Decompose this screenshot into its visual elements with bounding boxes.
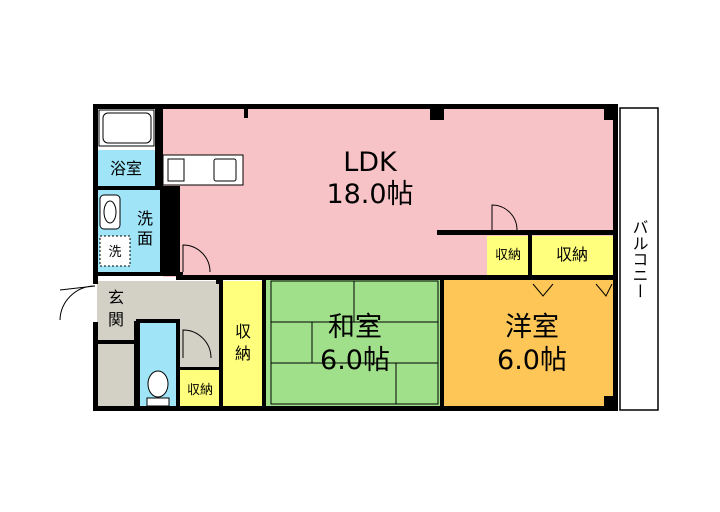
wall-toilet-top: [136, 319, 180, 323]
closet-center-line1: 収: [235, 322, 251, 341]
closet-right-door: [532, 283, 613, 297]
wall-youshitsu-corner: [604, 396, 618, 411]
bath-fill: [97, 150, 155, 186]
entrance-door: [59, 285, 96, 321]
tatami-lines: [270, 280, 439, 405]
wall-genkan-right: [134, 321, 140, 411]
closet-toilet-fill: [180, 370, 220, 408]
walls: [93, 104, 618, 411]
washitsu-size: 6.0帖: [320, 345, 390, 376]
wall-outer-top: [93, 104, 618, 109]
genkan-line1: 玄: [108, 288, 124, 307]
hall-fill: [137, 281, 220, 321]
fixtures: [98, 109, 244, 407]
wall-bath-right: [155, 104, 163, 190]
balcony-label: バルコニー: [630, 219, 649, 299]
wall-column-top: [430, 104, 444, 120]
ldk-name: LDK: [343, 147, 398, 178]
kitchen-stove: [167, 158, 185, 182]
wall-bath-bottom: [93, 186, 163, 190]
ldk-kitchen-fill: [180, 190, 210, 280]
wall-genkan-bottom: [93, 340, 138, 344]
toilet-door: [182, 329, 212, 359]
genkan-line2: 関: [108, 310, 124, 329]
closet-center-fill: [222, 281, 264, 408]
washroom-line1: 洗: [137, 209, 153, 228]
wall-wash-right: [160, 186, 180, 276]
wall-outer-left-top: [93, 104, 98, 284]
youshitsu-fill: [444, 277, 614, 408]
doors: [59, 204, 613, 359]
wall-outer-left-bottom: [93, 322, 98, 411]
wall-toilet-right: [176, 321, 180, 411]
wall-ldk-small: [244, 104, 248, 118]
genkan-lower-fill: [97, 343, 135, 408]
wall-washitsu-left: [262, 276, 266, 410]
washer-space: [99, 235, 131, 267]
ldk-door: [491, 204, 518, 231]
washroom-door: [182, 244, 211, 273]
youshitsu-name: 洋室: [505, 312, 559, 343]
genkan-fill: [97, 281, 137, 341]
youshitsu-size: 6.0帖: [497, 345, 567, 376]
closet-small-right-label: 収納: [495, 248, 521, 263]
kitchen-counter: [162, 154, 244, 186]
toilet-tank: [146, 397, 170, 407]
wall-wash-bottom: [93, 272, 183, 276]
wall-washitsu-right: [440, 276, 444, 410]
wall-mid-horizontal: [176, 275, 618, 280]
wash-basin: [99, 194, 121, 230]
toilet-bowl: [147, 370, 169, 398]
ldk-size: 18.0帖: [326, 179, 413, 210]
bath-name: 浴室: [110, 159, 142, 178]
wall-ldk-shelf: [437, 230, 617, 235]
wall-ldk-right-column: [604, 104, 618, 120]
washroom-line2: 面: [137, 229, 153, 248]
washitsu-name: 和室: [328, 312, 382, 343]
bathtub-inner: [102, 112, 152, 144]
closet-right-label: 収納: [556, 245, 588, 264]
wall-outer-right: [613, 104, 618, 411]
wash-basin-bowl: [103, 200, 117, 224]
closet-center-line2: 納: [235, 344, 251, 363]
wall-closet-divider: [528, 230, 532, 278]
wall-closet-toilet-top: [178, 367, 222, 370]
wall-closet-left: [219, 276, 223, 410]
closet-toilet-label: 収納: [187, 383, 213, 398]
closet-small-right-fill: [487, 236, 529, 275]
hall-lower-fill: [178, 321, 220, 369]
bathtub: [98, 109, 155, 147]
kitchen-sink: [213, 158, 237, 182]
wall-hall-right: [216, 276, 222, 284]
closet-right-fill: [531, 236, 614, 275]
labels: LDK 18.0帖 和室 6.0帖 洋室 6.0帖 浴室 洗 面 洗 玄 関 収…: [108, 147, 649, 398]
balcony-area: [619, 107, 659, 411]
washer-name: 洗: [108, 245, 121, 260]
wall-outer-bottom: [93, 406, 618, 411]
